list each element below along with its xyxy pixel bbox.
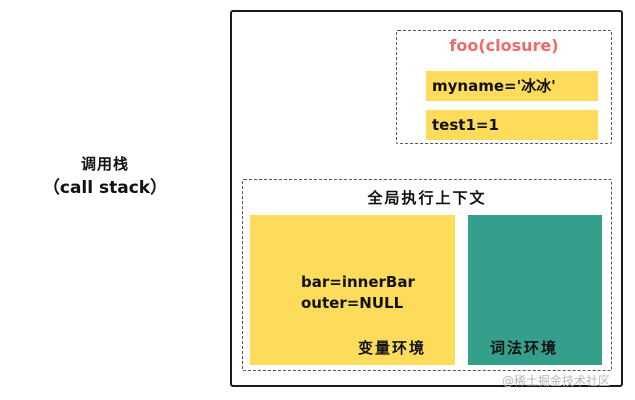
call-stack-label: 调用栈 （call stack） xyxy=(20,153,190,201)
call-stack-title: 调用栈 xyxy=(80,155,129,173)
global-context-title: 全局执行上下文 xyxy=(367,189,487,207)
lexical-environment-label: 词法环境 xyxy=(490,339,559,357)
global-execution-context xyxy=(242,179,612,371)
watermark: @稀土掘金技术社区 xyxy=(502,374,611,388)
closure-variable-test1: test1=1 xyxy=(426,110,598,140)
lexical-environment xyxy=(468,215,602,365)
closure-title: foo(closure) xyxy=(449,36,559,55)
variable-entry-outer: outer=NULL xyxy=(301,294,404,312)
variable-entry-bar: bar=innerBar xyxy=(301,273,415,291)
closure-variable-myname: myname='冰冰' xyxy=(426,71,598,101)
closure-box xyxy=(396,30,612,144)
variable-environment-label: 变量环境 xyxy=(358,339,427,357)
call-stack-subtitle: （call stack） xyxy=(42,178,168,198)
variable-environment xyxy=(250,215,455,365)
call-stack-frame xyxy=(230,10,623,387)
